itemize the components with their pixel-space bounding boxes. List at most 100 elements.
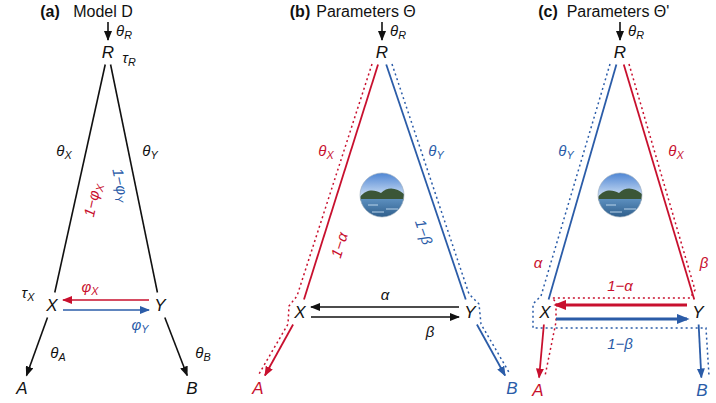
- symbol-glyph: θ: [318, 142, 326, 159]
- vertex-node: X: [291, 302, 309, 323]
- lineage-dotted-path: [259, 64, 372, 374]
- panel-tag: (a): [40, 4, 60, 20]
- root-input-arrow: [619, 22, 621, 40]
- lineage-dotted-path: [533, 64, 709, 376]
- vertex-node: A: [249, 378, 267, 399]
- symbol-glyph: τ: [122, 49, 128, 66]
- parameter-label: τX: [22, 285, 35, 300]
- rate-label: 1−β: [607, 336, 633, 351]
- symbol-glyph: θ: [558, 142, 566, 159]
- symbol-glyph: θ: [56, 142, 64, 159]
- subscript: Y: [566, 149, 573, 161]
- subscript: Y: [436, 149, 443, 161]
- vertex-node: B: [693, 380, 711, 401]
- symbol-glyph: 1−φ: [80, 189, 102, 219]
- parameter-label: 1−φY: [110, 167, 132, 203]
- vertex-node: X: [43, 295, 61, 316]
- subscript: A: [58, 351, 65, 363]
- flow-arrow: [311, 316, 459, 317]
- subscript: Y: [112, 194, 125, 203]
- symbol-glyph: φ: [132, 316, 142, 333]
- panel-tag: (c): [538, 4, 558, 20]
- subscript: X: [64, 149, 71, 161]
- vertex-letter: A: [532, 382, 543, 399]
- vertex-node: R: [373, 42, 392, 63]
- branch-line: [386, 65, 466, 300]
- subscript: R: [636, 29, 644, 41]
- parameter-label: 1−φX: [81, 182, 103, 219]
- panel-title: Parameters Θ': [567, 4, 670, 20]
- parameter-label: θY: [558, 143, 573, 158]
- vertex-letter: X: [539, 304, 550, 321]
- rate-label: θY: [142, 143, 157, 158]
- subscript: Y: [141, 323, 148, 335]
- vertex-letter: R: [376, 44, 388, 61]
- flow-arrow: [165, 318, 187, 376]
- parameter-label: θX: [668, 143, 683, 158]
- vertex-node: A: [13, 378, 31, 399]
- parameter-label: θY: [428, 143, 443, 158]
- vertex-letter: Y: [692, 304, 703, 321]
- parameter-label: θX: [318, 143, 333, 158]
- symbol-glyph: θ: [668, 142, 676, 159]
- parameter-label: θR: [116, 23, 132, 38]
- flow-arrow: [27, 318, 48, 376]
- symbol-glyph: τ: [22, 284, 28, 301]
- branch-line: [549, 65, 617, 300]
- symbol-glyph: θ: [142, 142, 150, 159]
- symbol-glyph: θ: [50, 344, 58, 361]
- lineage-dotted-path: [392, 64, 510, 374]
- flow-arrow: [477, 325, 505, 376]
- flow-arrow: [63, 309, 149, 311]
- subscript: X: [676, 149, 683, 161]
- subscript: B: [203, 351, 210, 363]
- symbol-glyph: θ: [628, 22, 636, 39]
- flow-arrow: [265, 325, 293, 376]
- vertex-letter: X: [294, 304, 305, 321]
- rate-label: φY: [132, 317, 149, 332]
- symbol-glyph: φ: [82, 278, 92, 295]
- vertex-letter: B: [186, 380, 197, 397]
- vertex-letter: A: [16, 380, 27, 397]
- parameter-label: 1−α: [328, 231, 350, 260]
- symbol-glyph: 1−φ: [109, 167, 131, 197]
- lineage-dotted-path: [545, 64, 695, 376]
- root-input-arrow: [107, 22, 109, 40]
- parameter-label: τR: [122, 50, 135, 65]
- vertex-letter: R: [102, 44, 114, 61]
- subscript: X: [91, 285, 98, 297]
- subscript: X: [27, 291, 34, 303]
- parameter-label: β: [700, 255, 709, 270]
- vertex-letter: Y: [154, 297, 165, 314]
- vertex-node: Y: [461, 302, 479, 323]
- panel-title: Parameters Θ: [316, 4, 416, 20]
- rate-label: 1−α: [607, 278, 633, 293]
- vertex-letter: A: [252, 380, 263, 397]
- rate-label: θB: [195, 345, 210, 360]
- vertex-letter: B: [506, 380, 517, 397]
- vertex-letter: B: [696, 382, 707, 399]
- flow-arrow: [63, 299, 149, 301]
- branch-line: [624, 65, 695, 300]
- panel-tag: (b): [290, 4, 310, 20]
- branch-line: [55, 65, 105, 293]
- symbol-glyph: θ: [195, 344, 203, 361]
- flow-arrow: [311, 306, 459, 307]
- vertex-letter: R: [614, 44, 626, 61]
- vertex-letter: X: [46, 297, 57, 314]
- vertex-node: R: [611, 42, 630, 63]
- rate-label: θA: [50, 345, 65, 360]
- rate-label: θX: [56, 143, 71, 158]
- root-input-arrow: [381, 22, 383, 40]
- vertex-letter: Y: [464, 304, 475, 321]
- vertex-node: B: [183, 378, 201, 399]
- parameter-label: θR: [628, 23, 644, 38]
- vertex-node: A: [529, 380, 547, 401]
- lake-photo: [598, 173, 642, 217]
- flow-arrow: [699, 325, 702, 378]
- subscript: R: [398, 29, 406, 41]
- vertex-node: Y: [151, 295, 169, 316]
- lake-photo: [360, 173, 404, 217]
- subscript: R: [128, 56, 136, 68]
- symbol-glyph: θ: [116, 22, 124, 39]
